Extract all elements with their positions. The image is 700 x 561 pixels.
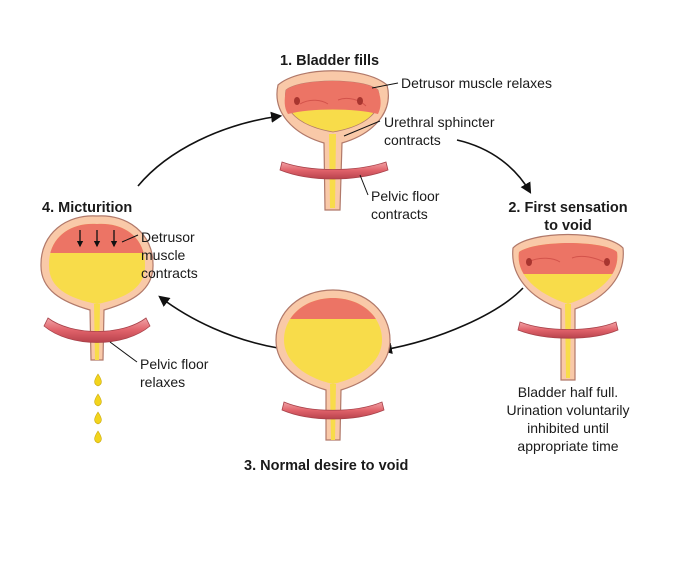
pelvic-floor-2 <box>517 321 619 339</box>
urine-drops <box>94 373 102 444</box>
pelvic-floor-1 <box>279 161 389 180</box>
stage-2-note-line3: inhibited until <box>527 420 609 436</box>
stage-4-title: 4. Micturition <box>42 200 133 216</box>
urethral-sphincter-label-line1: Urethral sphincter <box>384 114 495 130</box>
stage-1-title: 1. Bladder fills <box>280 53 380 69</box>
bladder-stage-2 <box>512 233 624 381</box>
bladder-stage-1 <box>276 70 399 211</box>
urethral-sphincter-label-line2: contracts <box>384 132 441 148</box>
arrow-1-to-2 <box>456 139 532 194</box>
pelvic-floor-4 <box>43 317 151 343</box>
arrow-2-to-3 <box>380 287 524 354</box>
arrow-4-to-1 <box>137 111 283 187</box>
stage-2-note-line4: appropriate time <box>517 438 619 454</box>
pelvic-floor-relaxes-label-line2: relaxes <box>140 374 186 390</box>
cycle-arrows <box>137 111 532 354</box>
stage-2-title-line1: 2. First sensation <box>508 200 628 216</box>
arrow-3-to-4 <box>158 295 279 349</box>
bladder-stage-4 <box>40 215 154 444</box>
pelvic-floor-contracts-label-line1: Pelvic floor <box>371 188 440 204</box>
detrusor-contracts-label-line1: Detrusor <box>141 229 195 245</box>
pelvic-floor-3 <box>281 401 385 420</box>
stage-2-title-line2: to void <box>544 218 592 234</box>
pelvic-floor-relaxes-label-line1: Pelvic floor <box>140 356 209 372</box>
contraction-arrows <box>76 230 118 248</box>
bladder-stage-3 <box>275 289 391 441</box>
detrusor-contracts-label-line2: muscle <box>141 247 186 263</box>
pelvic-floor-contracts-label-line2: contracts <box>371 206 428 222</box>
detrusor-contracts-label-line3: contracts <box>141 265 198 281</box>
detrusor-relaxes-label: Detrusor muscle relaxes <box>401 75 552 91</box>
stage-2-note-line1: Bladder half full. <box>517 384 619 400</box>
stage-3-title: 3. Normal desire to void <box>244 458 409 474</box>
stage-2-note-line2: Urination voluntarily <box>506 402 630 418</box>
